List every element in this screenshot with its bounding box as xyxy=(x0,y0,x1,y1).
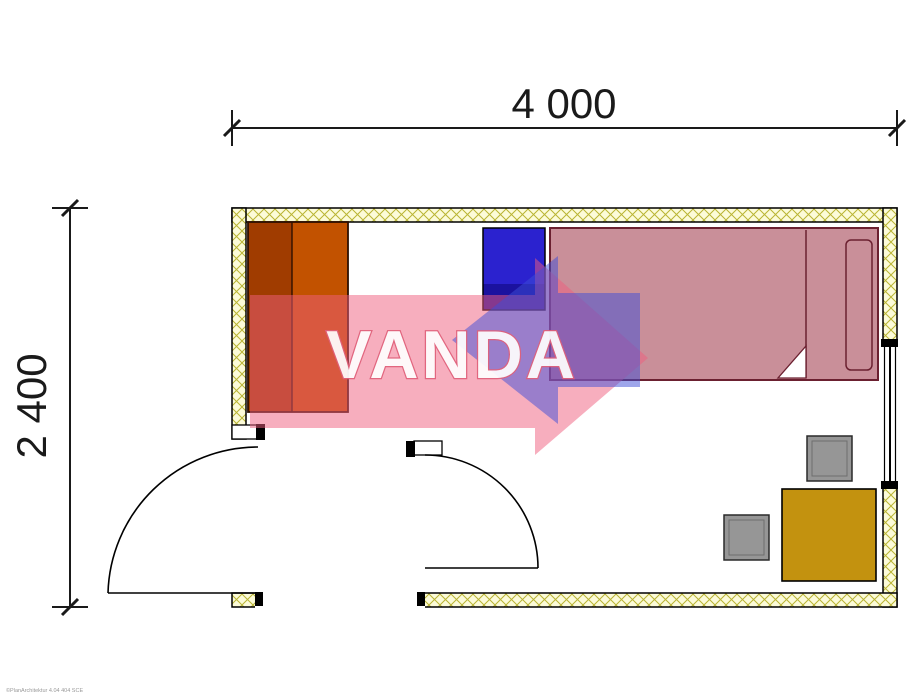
dimension-height-slash-top xyxy=(60,198,80,218)
chair-left-seat xyxy=(723,514,770,561)
dimension-width-slash-left xyxy=(222,118,242,138)
door-jamb-bottom-left xyxy=(255,592,263,606)
dimension-height-slash-bottom xyxy=(60,597,80,617)
chair-top xyxy=(806,435,853,482)
watermark-arrow-blue xyxy=(452,256,640,424)
desk xyxy=(781,488,877,582)
watermark-text: VANDA xyxy=(326,317,578,393)
entry-door xyxy=(107,446,539,594)
door-opening xyxy=(255,591,425,609)
dimension-height: 2 400 xyxy=(8,198,88,617)
chair-left-inner-line xyxy=(728,519,765,556)
door-jamb-top-right xyxy=(406,441,415,457)
entry-partition xyxy=(231,424,443,457)
watermark: VANDA xyxy=(250,256,648,455)
door-jamb-top-left xyxy=(256,424,265,440)
door-jamb-bottom-right xyxy=(417,592,425,606)
pillow xyxy=(845,239,873,371)
wall-left xyxy=(231,207,247,440)
door-gap-mask xyxy=(255,591,425,609)
window xyxy=(881,339,899,489)
chair-left xyxy=(723,514,770,561)
dimension-width: 4 000 xyxy=(222,80,907,146)
partition-stub-right xyxy=(413,440,443,456)
wall-top xyxy=(231,207,898,223)
door-swing-arc-right xyxy=(424,454,539,569)
chair-top-seat xyxy=(806,435,853,482)
dimension-width-label: 4 000 xyxy=(511,80,616,127)
dimension-height-label: 2 400 xyxy=(8,353,55,458)
dimension-width-slash-right xyxy=(887,118,907,138)
chair-top-inner-line xyxy=(811,440,848,477)
blanket-fold-corner xyxy=(776,344,807,379)
copyright-note: ©PlanArchitektur 4.04 404 SCE xyxy=(6,687,83,694)
door-swing-arc-left xyxy=(107,446,259,594)
window-sill-bottom xyxy=(881,481,898,489)
window-sill-top xyxy=(881,339,898,347)
